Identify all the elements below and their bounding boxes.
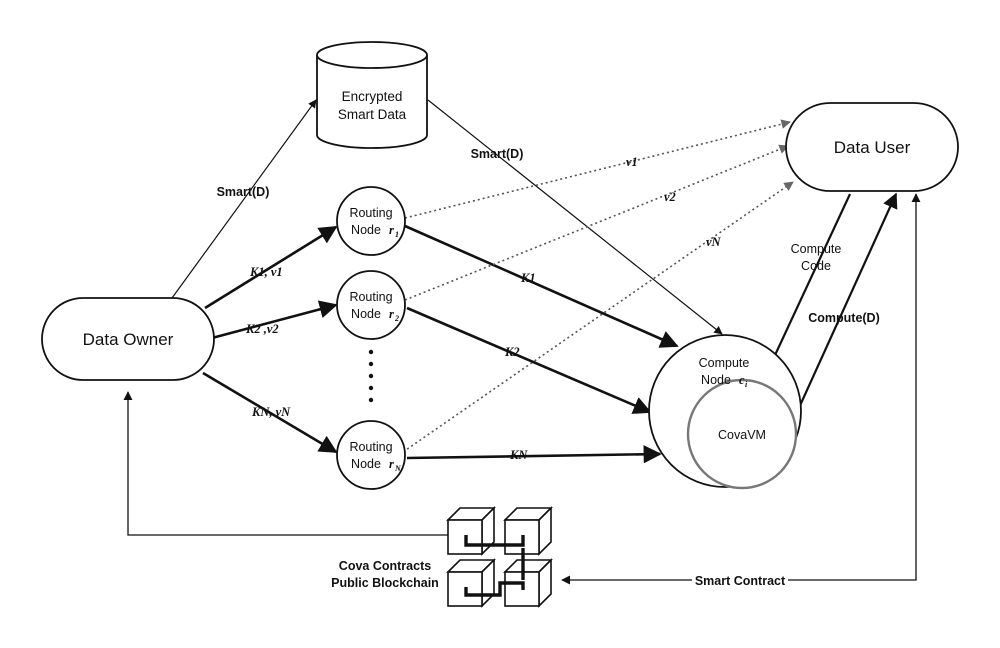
label-k2v2: K2 ,v2 [245,322,279,336]
label-smart-d-right: Smart(D) [471,147,524,161]
label-k1: K1 [520,271,536,285]
svg-text:N: N [394,464,402,473]
label-v1: v1 [626,155,638,169]
svg-text:1: 1 [395,230,399,239]
svg-text:r: r [389,457,394,471]
edge-compute-result [796,192,898,411]
label-smart-d-left: Smart(D) [217,185,270,199]
storage-label-line1: Encrypted [342,89,403,104]
svg-text:Routing: Routing [349,206,392,220]
label-compute-code-line2: Code [801,259,831,273]
data-user-label: Data User [834,138,911,157]
label-compute-d: Compute(D) [808,311,880,325]
svg-text:r: r [389,223,394,237]
edge-owner-to-rN [202,371,338,454]
data-owner-node: Data Owner [41,297,215,381]
edge-r2-to-compute [406,306,652,414]
routing-node-rN: Routing Node r N [336,420,406,490]
svg-text:i: i [745,380,748,389]
label-smart-contract: Smart Contract [695,574,786,588]
edge-storage-to-compute [427,99,723,335]
covavm-label: CovaVM [718,428,766,442]
label-compute-code-line1: Compute [791,242,842,256]
edge-r1-to-user [404,119,791,219]
svg-text:Node: Node [351,223,381,237]
edge-rN-to-compute [406,445,662,464]
blockchain-icon [446,506,553,608]
svg-text:Node: Node [351,307,381,321]
svg-text:2: 2 [394,314,399,323]
blockchain-label-line2: Public Blockchain [331,576,439,590]
svg-text:c: c [739,373,745,387]
compute-node-label-line1: Compute [699,356,750,370]
svg-text:r: r [389,307,394,321]
svg-text:Routing: Routing [349,290,392,304]
storage-label-line2: Smart Data [338,107,407,122]
svg-text:Routing: Routing [349,440,392,454]
blockchain-label-line1: Cova Contracts [339,559,431,573]
edge-blockchain-to-owner [123,391,448,536]
compute-node-label-line2: Node [701,373,731,387]
edge-user-blockchain [561,193,921,585]
compute-node: Compute Node c i CovaVM [648,334,802,490]
edge-owner-to-r2 [211,300,338,340]
svg-text:Node: Node [351,457,381,471]
label-k2: K2 [504,345,520,359]
label-v2: v2 [664,190,676,204]
edge-owner-to-r1 [204,225,338,310]
data-user-node: Data User [785,102,959,192]
edge-r1-to-compute [404,224,679,348]
label-bg-smart-contract [692,572,788,588]
edge-owner-to-storage [171,99,317,299]
label-k1v1: K1, v1 [249,265,283,279]
label-kNvN: KN, vN [251,405,291,419]
routing-ellipsis [368,349,374,403]
edge-r2-to-user [404,144,789,301]
data-owner-label: Data Owner [83,330,174,349]
routing-node-r2: Routing Node r 2 [336,270,406,340]
database-icon: Encrypted Smart Data [316,41,428,149]
label-kN: KN [509,448,528,462]
label-vN: vN [706,235,722,249]
routing-node-r1: Routing Node r 1 [336,186,406,256]
